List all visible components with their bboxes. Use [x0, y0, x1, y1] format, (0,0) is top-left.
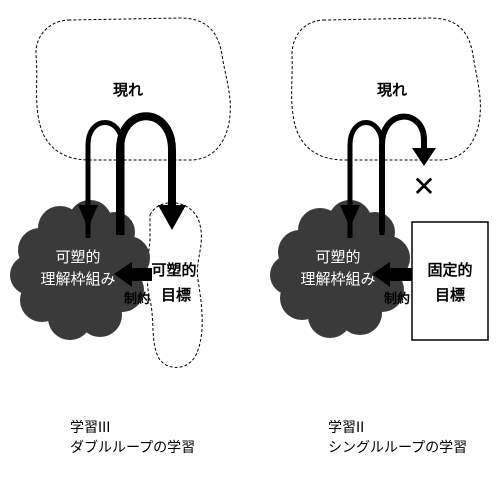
- right-appearance-cloud: [291, 17, 481, 161]
- left-caption: 学習III ダブルループの学習: [70, 418, 195, 458]
- left-goal-label-1: 可塑的: [151, 261, 196, 279]
- right-caption: 学習II シングルループの学習: [328, 418, 467, 458]
- left-appearance-label: 現れ: [113, 81, 143, 99]
- right-outer-loop-arrowhead: [412, 148, 436, 166]
- right-goal-label-2: 目標: [435, 286, 465, 304]
- left-appearance-cloud: [35, 17, 231, 161]
- left-constraint-arrow-shaft: [130, 268, 152, 281]
- left-framework-cloud: [10, 200, 150, 340]
- right-framework-label-1: 可塑的: [315, 248, 360, 266]
- right-goal-box: [411, 221, 489, 341]
- right-constraint-label: 制約: [384, 291, 410, 307]
- left-inner-loop-arrowhead: [78, 205, 98, 228]
- left-constraint-arrowhead: [114, 262, 132, 287]
- right-appearance-label: 現れ: [377, 81, 407, 99]
- left-caption-title: 学習III: [70, 420, 111, 436]
- right-blocked-mark: ✕: [412, 170, 435, 203]
- right-constraint-arrow-shaft: [388, 268, 412, 281]
- left-framework-label-2: 理解枠組み: [40, 270, 115, 288]
- left-framework-label-1: 可塑的: [55, 248, 100, 266]
- right-framework-cloud: [270, 200, 410, 338]
- right-goal-label-1: 固定的: [427, 261, 472, 279]
- right-inner-loop-arrowhead: [340, 205, 360, 228]
- right-framework-label-2: 理解枠組み: [300, 270, 375, 288]
- left-goal-label-2: 目標: [161, 286, 191, 304]
- left-constraint-label: 制約: [124, 291, 150, 307]
- left-outer-loop-arrowhead: [158, 205, 186, 230]
- right-outer-loop-arrow: [379, 113, 427, 232]
- left-goal-shape: [146, 202, 203, 368]
- left-caption-subtitle: ダブルループの学習: [70, 440, 196, 456]
- right-caption-title: 学習II: [328, 420, 365, 436]
- right-constraint-arrowhead: [372, 262, 390, 287]
- left-outer-loop-arrow: [116, 112, 176, 235]
- right-caption-subtitle: シングルループの学習: [328, 440, 468, 456]
